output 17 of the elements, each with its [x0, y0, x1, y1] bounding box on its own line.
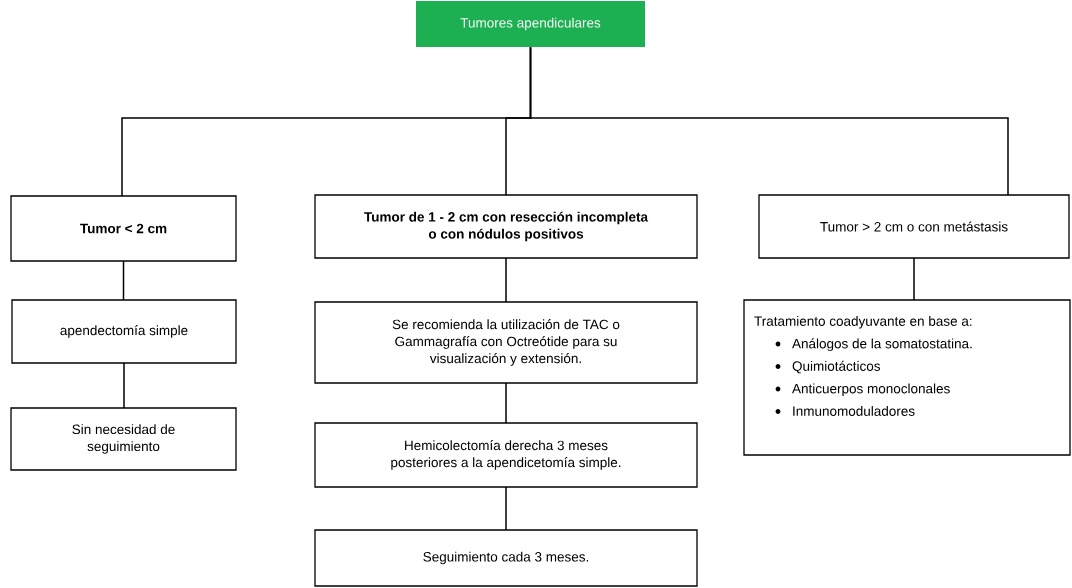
process-box: Tumor < 2 cm: [10, 195, 237, 262]
connector-line: [505, 382, 507, 424]
header-box: Tumores apendiculares: [416, 1, 645, 47]
process-box: Tumor de 1 - 2 cm con resección incompleta o con nódulos positivos: [314, 194, 698, 259]
connector-line: [505, 486, 507, 531]
process-box: Tumor > 2 cm o con metástasis: [758, 194, 1070, 259]
process-box: Se recomienda la utilización de TAC o Gammagrafía con Octreótide para su visualización y extensión.: [314, 301, 698, 384]
connector-line: [913, 257, 915, 301]
connector-line: [122, 260, 125, 301]
connector-line: [123, 362, 125, 409]
process-box: apendectomía simple: [11, 299, 237, 364]
connector-line: [529, 46, 1009, 196]
process-box: Sin necesidad de seguimiento: [10, 407, 237, 471]
list-box: Tratamiento coadyuvante en base a: Análogos de la somatostatina. Quimiotácticos Anticuerpos monoclonales Inmunomoduladores: [743, 299, 1071, 456]
connector-line: [505, 257, 507, 303]
process-box: Seguimiento cada 3 meses.: [314, 529, 698, 587]
process-box: Hemicolectomía derecha 3 meses posteriores a la apendicetomía simple.: [314, 422, 698, 488]
